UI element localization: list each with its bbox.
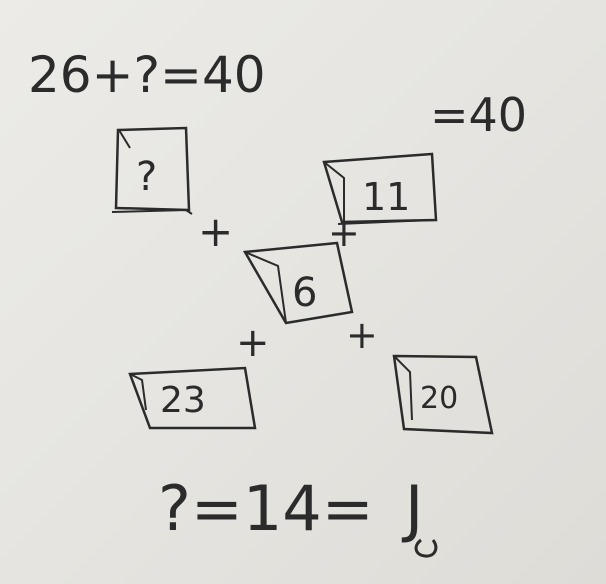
plus-sign-right-top: +	[328, 211, 360, 255]
hook-icon	[414, 538, 438, 558]
box-center: 6	[242, 241, 354, 325]
box-bottom-left: 23	[128, 366, 257, 430]
box-bottom-right: 20	[392, 354, 494, 435]
box-top-right-label: 11	[362, 175, 410, 219]
top-equation: 26+?=40	[28, 46, 266, 104]
plus-sign-right-bottom: +	[346, 313, 378, 357]
box-bottom-left-label: 23	[160, 380, 206, 421]
bottom-equation-text: ?=14=	[158, 472, 374, 545]
box-top-right: 11	[322, 152, 438, 225]
box-center-label: 6	[292, 270, 317, 316]
box-top-left: ?	[111, 126, 193, 215]
box-bottom-right-label: 20	[420, 381, 458, 416]
box-top-left-label: ?	[136, 154, 157, 200]
right-total: =40	[430, 88, 527, 142]
bottom-equation-symbol: J	[401, 472, 423, 545]
plus-sign-left-top: +	[198, 207, 233, 256]
plus-sign-left-bottom: +	[236, 320, 270, 366]
